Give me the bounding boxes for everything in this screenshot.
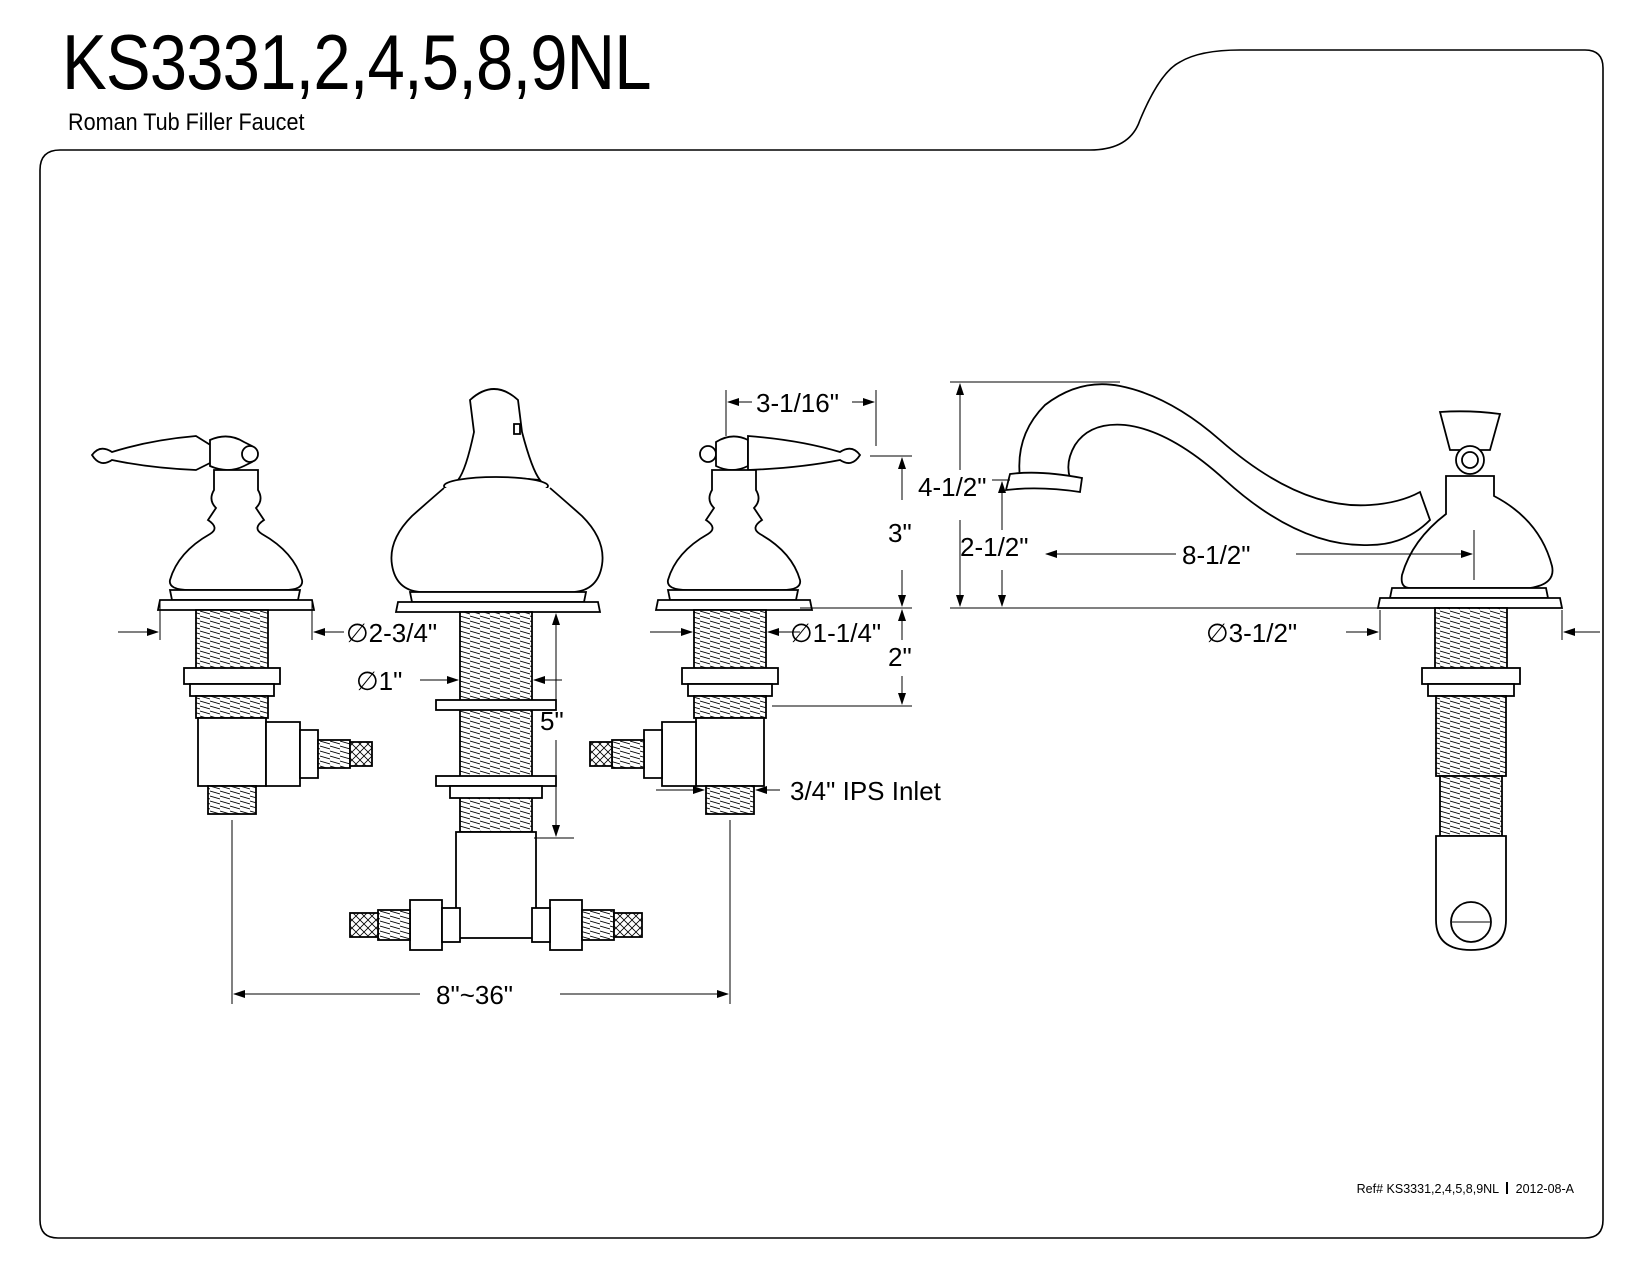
- dim-spout-shank-dia: ∅1": [356, 666, 402, 696]
- model-title: KS3331,2,4,5,8,9NL: [62, 18, 652, 106]
- dim-spout-outlet-height: 2-1/2": [960, 532, 1029, 562]
- revision-code: 2012-08-A: [1515, 1182, 1574, 1196]
- dim-spout-reach: 8-1/2": [1182, 540, 1251, 570]
- right-handle-valve: [589, 435, 862, 815]
- dim-handle-width: 3-1/16": [756, 388, 839, 418]
- product-subtitle: Roman Tub Filler Faucet: [68, 109, 305, 136]
- footer-divider: [1506, 1182, 1509, 1194]
- dim-centers: 8"~36": [436, 980, 513, 1010]
- reference-footer: Ref# KS3331,2,4,5,8,9NL 2012-08-A: [1357, 1182, 1574, 1196]
- dimension-lines: [118, 381, 1600, 1004]
- dim-shank-length-valve: 2": [888, 642, 912, 672]
- left-handle-valve: [90, 435, 373, 815]
- dim-shank-length-spout: 5": [540, 706, 564, 736]
- spout-front-view: [349, 388, 643, 951]
- dim-handle-height: 3": [888, 518, 912, 548]
- dim-spout-height: 4-1/2": [918, 472, 987, 502]
- dim-spout-base-dia: ∅3-1/2": [1206, 618, 1297, 648]
- sheet-border: [39, 49, 1604, 1239]
- spout-side-view: [1004, 383, 1564, 951]
- dim-valve-base-dia: ∅1-1/4": [790, 618, 881, 648]
- dim-inlet: 3/4" IPS Inlet: [790, 776, 942, 806]
- reference-number: Ref# KS3331,2,4,5,8,9NL: [1356, 1182, 1499, 1196]
- dim-handle-base-dia: ∅2-3/4": [346, 618, 437, 648]
